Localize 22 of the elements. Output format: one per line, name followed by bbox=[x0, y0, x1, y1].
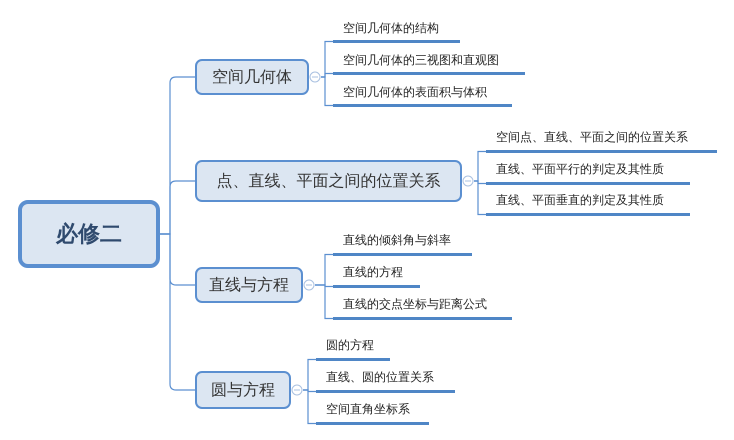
topic-box: 圆与方程 bbox=[195, 371, 291, 409]
connector-line bbox=[315, 284, 333, 320]
connector-line bbox=[160, 233, 195, 391]
connector-line bbox=[303, 389, 316, 424]
topic-box: 直线与方程 bbox=[195, 267, 303, 303]
subtopic-label: 空间点、直线、平面之间的位置关系 bbox=[486, 129, 717, 153]
subtopic-label: 直线、平面垂直的判定及其性质 bbox=[486, 192, 690, 216]
subtopic-label: 空间直角坐标系 bbox=[316, 401, 429, 425]
connector-line bbox=[474, 180, 486, 216]
subtopic-label: 直线的方程 bbox=[333, 264, 420, 288]
connector-line bbox=[321, 76, 333, 106]
topic-box: 空间几何体 bbox=[195, 59, 309, 95]
subtopic-label: 圆的方程 bbox=[316, 337, 390, 361]
subtopic-label: 直线、圆的位置关系 bbox=[316, 369, 455, 393]
subtopic-label: 直线的交点坐标与距离公式 bbox=[333, 296, 512, 320]
central-topic-box: 必修二 bbox=[18, 200, 160, 268]
subtopic-label: 空间几何体的表面积与体积 bbox=[333, 84, 512, 107]
topic-box: 点、直线、平面之间的位置关系 bbox=[195, 160, 462, 202]
subtopic-label: 直线、平面平行的判定及其性质 bbox=[486, 161, 690, 185]
subtopic-label: 空间几何体的三视图和直观图 bbox=[333, 52, 525, 75]
subtopic-label: 空间几何体的结构 bbox=[333, 20, 460, 43]
subtopic-label: 直线的倾斜角与斜率 bbox=[333, 232, 472, 256]
